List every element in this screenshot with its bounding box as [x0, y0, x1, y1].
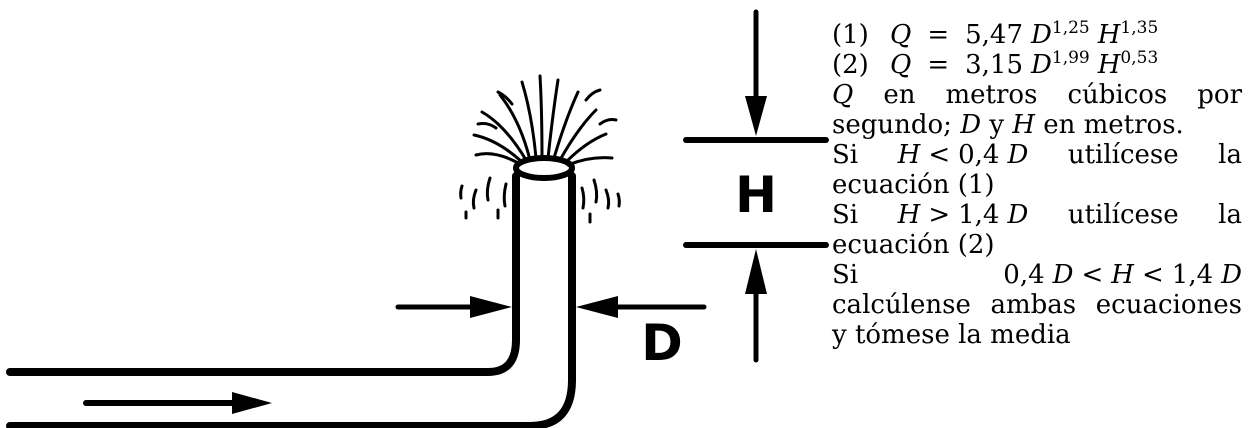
- condition-la: la: [1218, 200, 1242, 230]
- equation-d-exponent: 1,99: [1051, 48, 1090, 68]
- h-arrowhead-bottom: [745, 249, 767, 294]
- pipe-jet-diagram: H D: [6, 9, 829, 428]
- equation-operator: =: [927, 50, 950, 80]
- equation-number: (2): [832, 50, 869, 80]
- condition-verb: utilícese: [1067, 140, 1179, 170]
- d-label: D: [641, 314, 683, 372]
- units-line-1: Q en metros cúbicos por: [832, 80, 1242, 110]
- flow-arrowhead: [232, 392, 272, 414]
- equation-coefficient: 3,15: [965, 50, 1024, 80]
- equation-h-exponent: 1,35: [1120, 18, 1159, 38]
- d-arrowhead-left: [470, 296, 512, 318]
- condition-1-tail: ecuación (1): [832, 170, 995, 200]
- units-y: y: [989, 110, 1005, 140]
- equation-number: (1): [832, 20, 869, 50]
- water-jet-spray: [459, 74, 621, 224]
- equation-d-exponent: 1,25: [1051, 18, 1090, 38]
- units-line-2: segundo; D y H en metros.: [832, 110, 1242, 140]
- condition-si: Si: [832, 200, 859, 230]
- equation-lhs: Q: [890, 20, 912, 50]
- units-line2-text: en metros.: [1043, 110, 1184, 140]
- equation-h: H: [1097, 50, 1121, 80]
- condition-3-line-3: y tómese la media: [832, 320, 1071, 350]
- units-h: H: [1012, 110, 1035, 140]
- units-d: D: [960, 110, 982, 140]
- equation-h: H: [1097, 20, 1121, 50]
- pipe-upper-wall: [6, 172, 520, 376]
- condition-la: la: [1218, 140, 1242, 170]
- units-segundo: segundo;: [832, 110, 952, 140]
- pipe-outlet: [513, 155, 575, 181]
- units-q: Q: [832, 80, 854, 110]
- condition-2-tail: ecuación (2): [832, 230, 995, 260]
- equation-coefficient: 5,47: [965, 20, 1024, 50]
- units-line1-text: en metros cúbicos por: [883, 80, 1243, 110]
- d-arrowhead-right: [576, 296, 618, 318]
- condition-verb: utilícese: [1067, 200, 1179, 230]
- equation-d: D: [1031, 20, 1052, 50]
- condition-si: Si: [832, 140, 859, 170]
- equation-lhs: Q: [890, 50, 912, 80]
- h-arrowhead-top: [745, 96, 767, 136]
- equation-h-exponent: 0,53: [1120, 48, 1159, 68]
- equation-operator: =: [927, 20, 950, 50]
- condition-si: Si: [832, 260, 859, 290]
- pipe-lower-wall: [6, 172, 576, 428]
- equation-d: D: [1031, 50, 1052, 80]
- h-label: H: [735, 166, 777, 224]
- condition-3-line-2: calcúlense ambas ecuaciones: [832, 290, 1242, 320]
